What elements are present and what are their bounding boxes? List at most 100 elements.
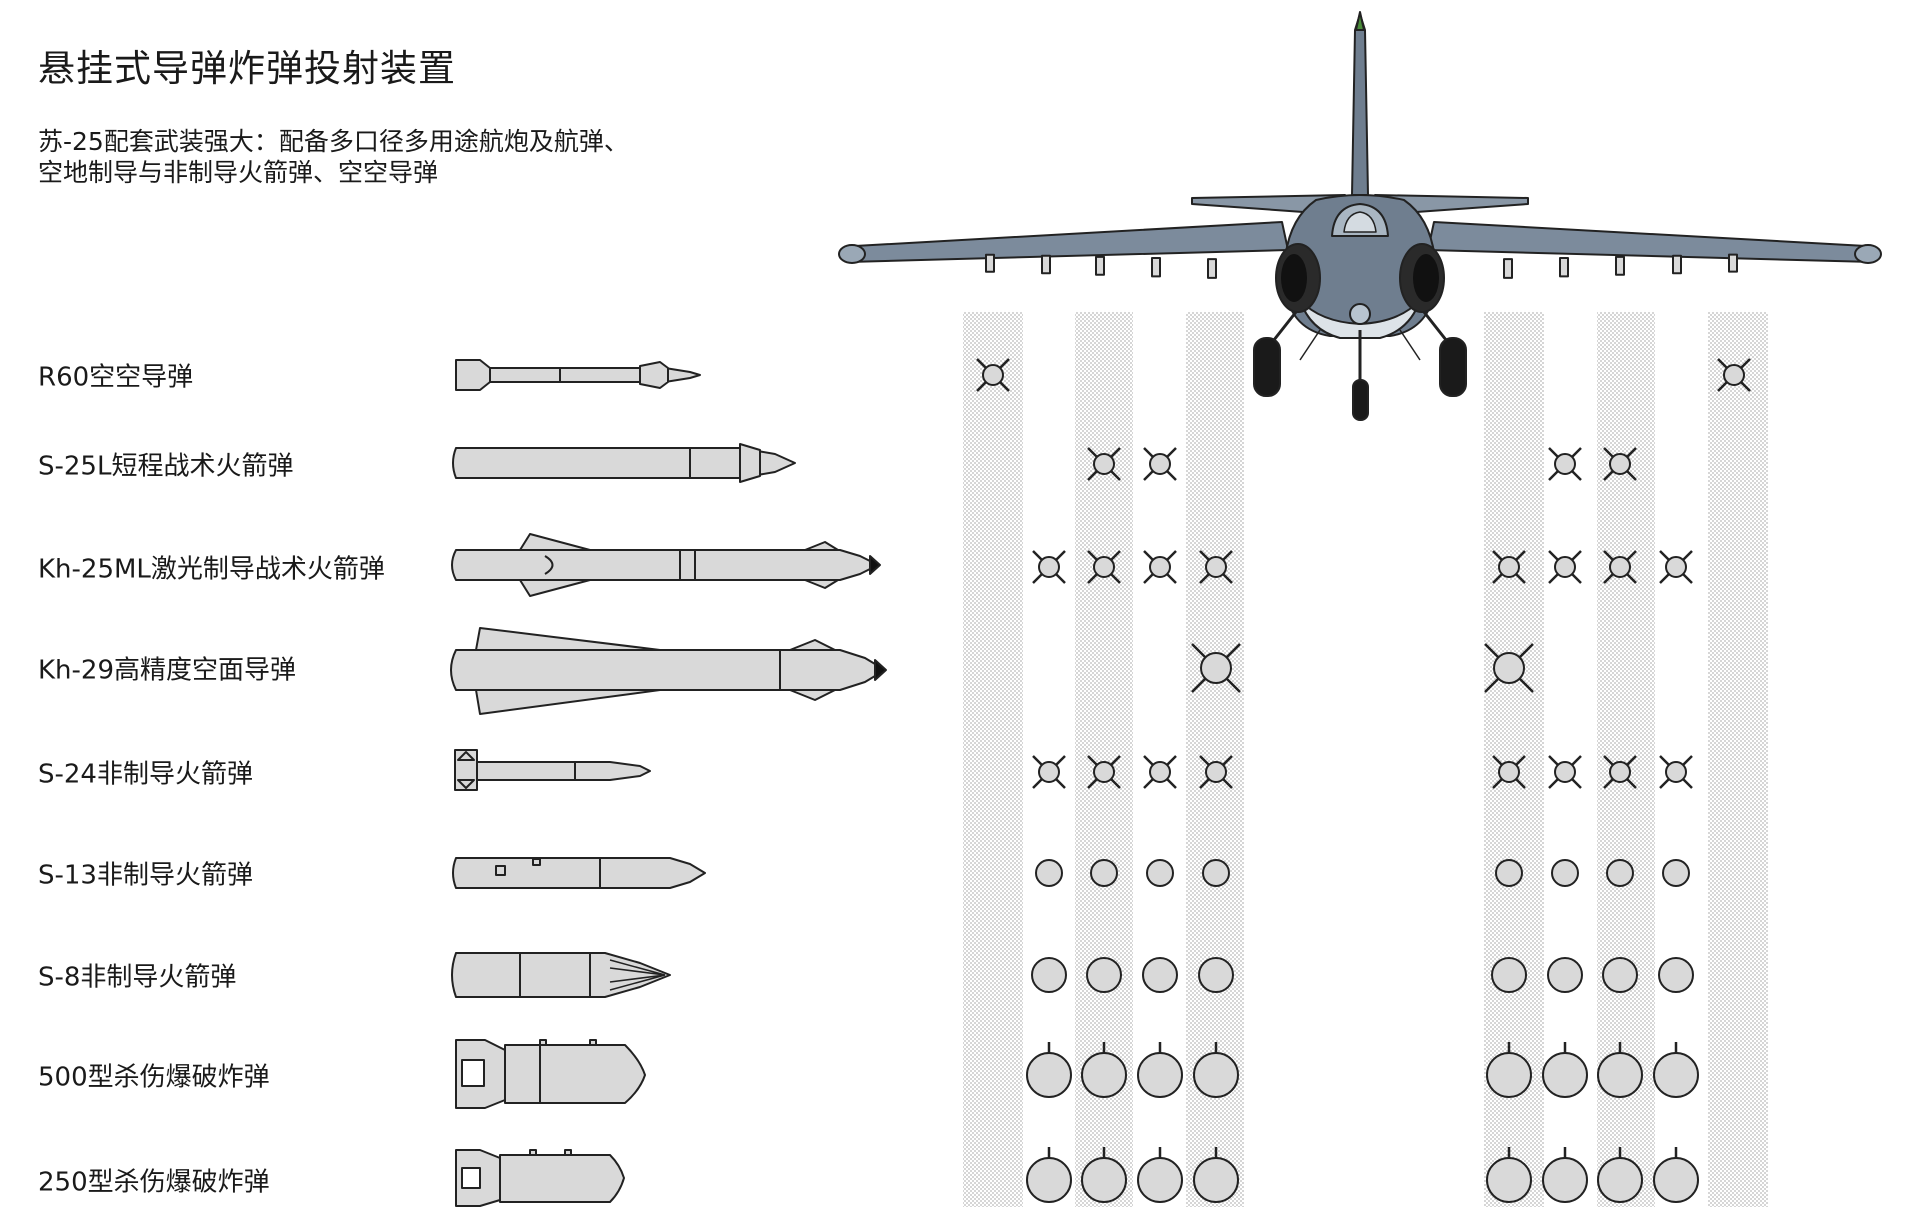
- left-wingtip-pod: [838, 244, 866, 264]
- hardpoint-marker: [976, 358, 1010, 392]
- left-main-wheel: [1253, 337, 1281, 397]
- s25l-rocket-icon: [452, 443, 796, 483]
- wing-pylon-7: [1559, 256, 1569, 278]
- hardpoint-marker: [1658, 957, 1694, 993]
- hardpoint-marker: [1662, 859, 1690, 887]
- hardpoint-marker: [1547, 957, 1583, 993]
- hardpoint-marker: [1492, 550, 1526, 584]
- tail-tip: [1355, 11, 1365, 31]
- hardpoint-marker: [1143, 755, 1177, 789]
- hardpoint-marker: [1087, 447, 1121, 481]
- weapon-label: R60空空导弹: [38, 362, 194, 393]
- hardpoint-marker: [1086, 957, 1122, 993]
- hardpoint-marker: [1199, 755, 1233, 789]
- hardpoint-marker: [1143, 447, 1177, 481]
- hardpoint-marker: [1603, 755, 1637, 789]
- weapon-label: 500型杀伤爆破炸弹: [38, 1062, 270, 1093]
- weapon-label: S-24非制导火箭弹: [38, 759, 253, 790]
- hardpoint-marker: [1035, 859, 1063, 887]
- hardpoint-marker: [1090, 859, 1118, 887]
- hardpoint-marker: [1191, 643, 1241, 693]
- weapon-label: Kh-25ML激光制导战术火箭弹: [38, 554, 385, 585]
- hardpoint-marker: [1032, 550, 1066, 584]
- subtitle-line-1: 苏-25配套武装强大：配备多口径多用途航炮及航弹、: [38, 127, 629, 156]
- hardpoint-column-6: [1708, 312, 1768, 1207]
- kh29-missile-icon: [450, 627, 887, 715]
- wing-pylon-10: [1728, 253, 1738, 273]
- hardpoint-marker: [1548, 447, 1582, 481]
- hardpoint-marker: [1659, 550, 1693, 584]
- hardpoint-marker: [1603, 550, 1637, 584]
- hardpoint-marker: [1486, 1042, 1532, 1098]
- hardpoint-marker: [1551, 859, 1579, 887]
- s8-pod-icon: [451, 952, 671, 998]
- fab250-bomb-icon: [455, 1149, 625, 1207]
- kh25ml-missile-icon: [451, 533, 881, 597]
- hardpoint-marker: [1491, 957, 1527, 993]
- nose-cone: [1349, 303, 1371, 325]
- hardpoint-marker: [1081, 1042, 1127, 1098]
- wing-pylon-5: [1207, 258, 1217, 279]
- hardpoint-markers: [976, 358, 1751, 1203]
- hardpoint-marker: [1548, 550, 1582, 584]
- hardpoint-marker: [1542, 1147, 1588, 1203]
- hardpoint-marker: [1193, 1042, 1239, 1098]
- s24-rocket-icon: [454, 749, 651, 791]
- hardpoint-marker: [1087, 550, 1121, 584]
- wing-pylon-3: [1095, 255, 1105, 276]
- nose-wheel: [1352, 379, 1369, 421]
- wing-pylon-1: [985, 253, 995, 273]
- hardpoint-marker: [1486, 1147, 1532, 1203]
- hardpoint-marker: [1492, 755, 1526, 789]
- right-main-wheel: [1439, 337, 1467, 397]
- page-title: 悬挂式导弹炸弹投射装置: [38, 47, 456, 90]
- hardpoint-marker: [1653, 1042, 1699, 1098]
- wing-pylons: [985, 253, 1738, 279]
- hardpoint-marker: [1653, 1147, 1699, 1203]
- right-wingtip-pod: [1854, 244, 1882, 264]
- hardpoint-marker: [1484, 643, 1534, 693]
- hardpoint-marker: [1542, 1042, 1588, 1098]
- su25-aircraft-front-view: [838, 11, 1882, 421]
- hardpoint-marker: [1202, 859, 1230, 887]
- hardpoint-marker: [1026, 1042, 1072, 1098]
- hardpoint-marker: [1031, 957, 1067, 993]
- wing-pylon-2: [1041, 254, 1051, 275]
- hardpoint-marker: [1602, 957, 1638, 993]
- hardpoint-marker: [1142, 957, 1178, 993]
- hardpoint-marker: [1606, 859, 1634, 887]
- vertical-tail: [1351, 13, 1369, 196]
- r60-missile-icon: [455, 359, 701, 391]
- hardpoint-marker: [1146, 859, 1174, 887]
- hardpoint-marker: [1137, 1147, 1183, 1203]
- hardpoint-marker: [1548, 755, 1582, 789]
- wing-pylon-4: [1151, 256, 1161, 278]
- hardpoint-marker: [1495, 859, 1523, 887]
- hardpoint-marker: [1198, 957, 1234, 993]
- hardpoint-marker: [1717, 358, 1751, 392]
- wing-pylon-9: [1672, 254, 1682, 275]
- hardpoint-marker: [1603, 447, 1637, 481]
- hardpoint-marker: [1087, 755, 1121, 789]
- weapon-label: Kh-29高精度空面导弹: [38, 655, 296, 686]
- hardpoint-marker: [1659, 755, 1693, 789]
- page-subtitle: 苏-25配套武装强大：配备多口径多用途航炮及航弹、 空地制导与非制导火箭弹、空空…: [38, 126, 798, 188]
- hardpoint-marker: [1137, 1042, 1183, 1098]
- weapon-label: S-13非制导火箭弹: [38, 860, 253, 891]
- weapon-label: S-25L短程战术火箭弹: [38, 451, 294, 482]
- hardpoint-marker: [1199, 550, 1233, 584]
- subtitle-line-2: 空地制导与非制导火箭弹、空空导弹: [38, 158, 439, 187]
- hardpoint-marker: [1193, 1147, 1239, 1203]
- wing-pylon-6: [1503, 258, 1513, 279]
- right-wing: [1427, 221, 1879, 263]
- hardpoint-marker: [1081, 1147, 1127, 1203]
- weapon-label: S-8非制导火箭弹: [38, 962, 237, 993]
- hardpoint-column-1: [963, 312, 1023, 1207]
- fab500-bomb-icon: [455, 1039, 646, 1109]
- hardpoint-marker: [1032, 755, 1066, 789]
- weapon-label: 250型杀伤爆破炸弹: [38, 1167, 270, 1198]
- wing-pylon-8: [1615, 255, 1625, 276]
- left-wing: [842, 221, 1289, 263]
- hardpoint-marker: [1597, 1147, 1643, 1203]
